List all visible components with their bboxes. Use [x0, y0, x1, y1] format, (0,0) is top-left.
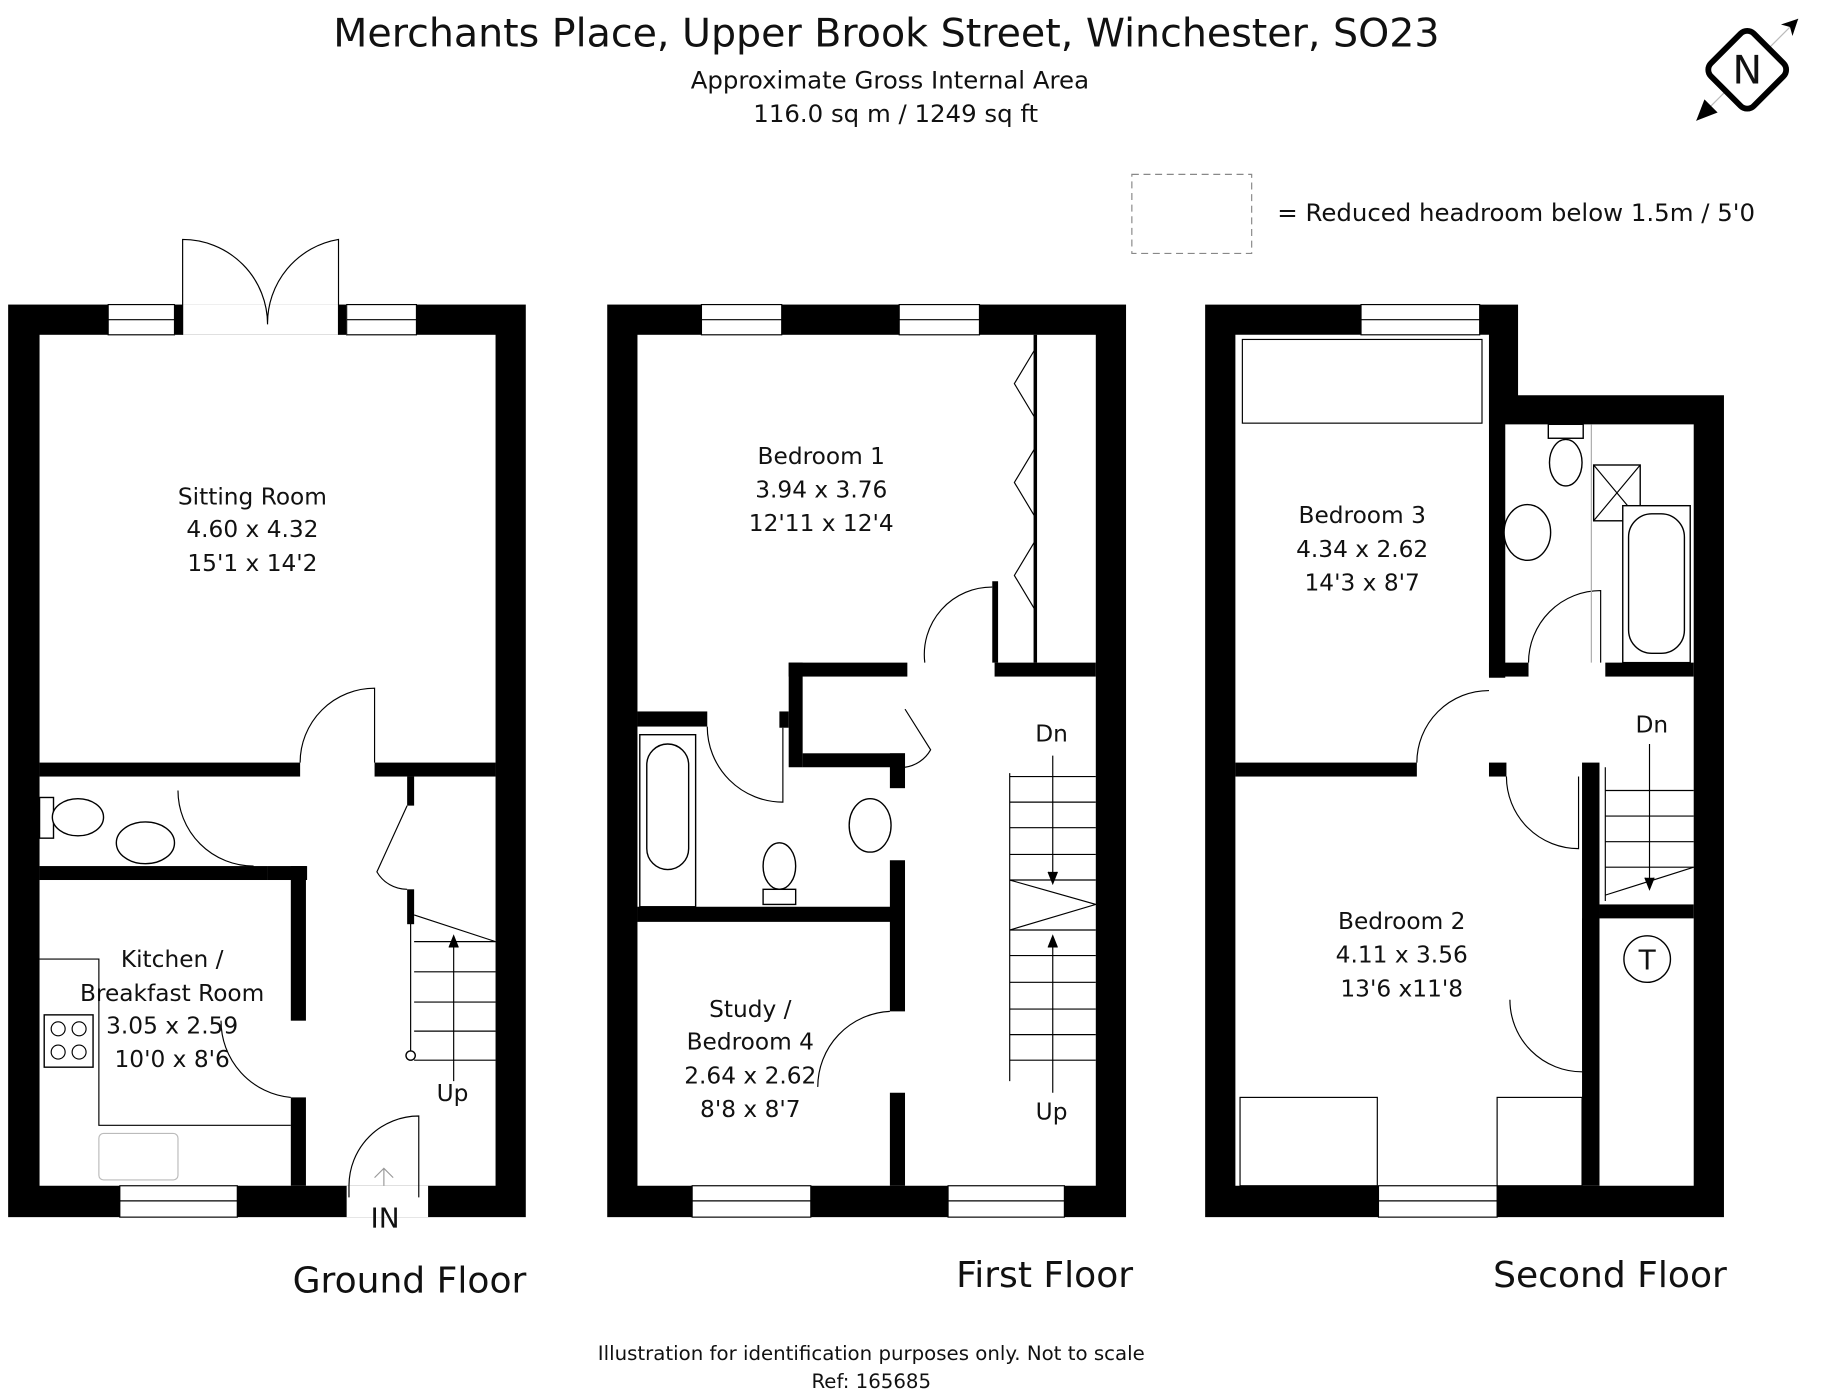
second-floor-plan [1205, 303, 1724, 1218]
area-label: Approximate Gross Internal Area [691, 65, 1089, 94]
study-metric: 2.64 x 2.62 [684, 1062, 816, 1089]
study-name-2: Bedroom 4 [687, 1029, 814, 1056]
reduced-headroom-swatch [1131, 173, 1253, 255]
water-tank-icon [1623, 935, 1672, 984]
tank-label: T [1638, 944, 1657, 977]
first-floor-plan [607, 303, 1127, 1218]
kitchen-imperial: 10'0 x 8'6 [114, 1046, 229, 1073]
svg-text:N: N [1732, 48, 1762, 94]
sitting-room-imperial: 15'1 x 14'2 [187, 550, 317, 577]
legend-text: = Reduced headroom below 1.5m / 5'0 [1277, 198, 1755, 227]
study-imperial: 8'8 x 8'7 [700, 1096, 801, 1123]
ground-floor-label: Ground Floor [293, 1261, 527, 1302]
second-floor-label: Second Floor [1493, 1255, 1727, 1296]
ground-stairs-up: Up [437, 1080, 469, 1107]
sitting-room-metric: 4.60 x 4.32 [186, 516, 318, 543]
first-stairs-up: Up [1036, 1098, 1068, 1125]
bedroom1-imperial: 12'11 x 12'4 [749, 510, 894, 537]
kitchen-metric: 3.05 x 2.59 [106, 1012, 238, 1039]
disclaimer: Illustration for identification purposes… [598, 1342, 1145, 1365]
bedroom3-name: Bedroom 3 [1298, 502, 1425, 529]
kitchen-name-1: Kitchen / [121, 946, 224, 973]
first-floor-label: First Floor [956, 1255, 1133, 1296]
bedroom2-metric: 4.11 x 3.56 [1336, 942, 1468, 969]
kitchen-name-2: Breakfast Room [80, 980, 264, 1007]
bedroom2-name: Bedroom 2 [1338, 908, 1465, 935]
area-value: 116.0 sq m / 1249 sq ft [753, 99, 1038, 128]
bedroom1-metric: 3.94 x 3.76 [755, 477, 887, 504]
first-stairs-down: Dn [1035, 721, 1068, 748]
page-title: Merchants Place, Upper Brook Street, Win… [333, 11, 1439, 57]
ground-floor-plan [8, 238, 526, 1218]
study-name-1: Study / [709, 996, 792, 1023]
sitting-room-name: Sitting Room [178, 484, 327, 511]
bedroom3-metric: 4.34 x 2.62 [1296, 536, 1428, 563]
reference: Ref: 165685 [811, 1370, 931, 1393]
bedroom1-name: Bedroom 1 [758, 443, 885, 470]
entrance-label: IN [370, 1202, 399, 1235]
bedroom2-imperial: 13'6 x11'8 [1340, 975, 1463, 1002]
bedroom3-imperial: 14'3 x 8'7 [1305, 570, 1420, 597]
second-stairs-down: Dn [1636, 711, 1669, 738]
north-compass-icon: N [1695, 18, 1799, 122]
